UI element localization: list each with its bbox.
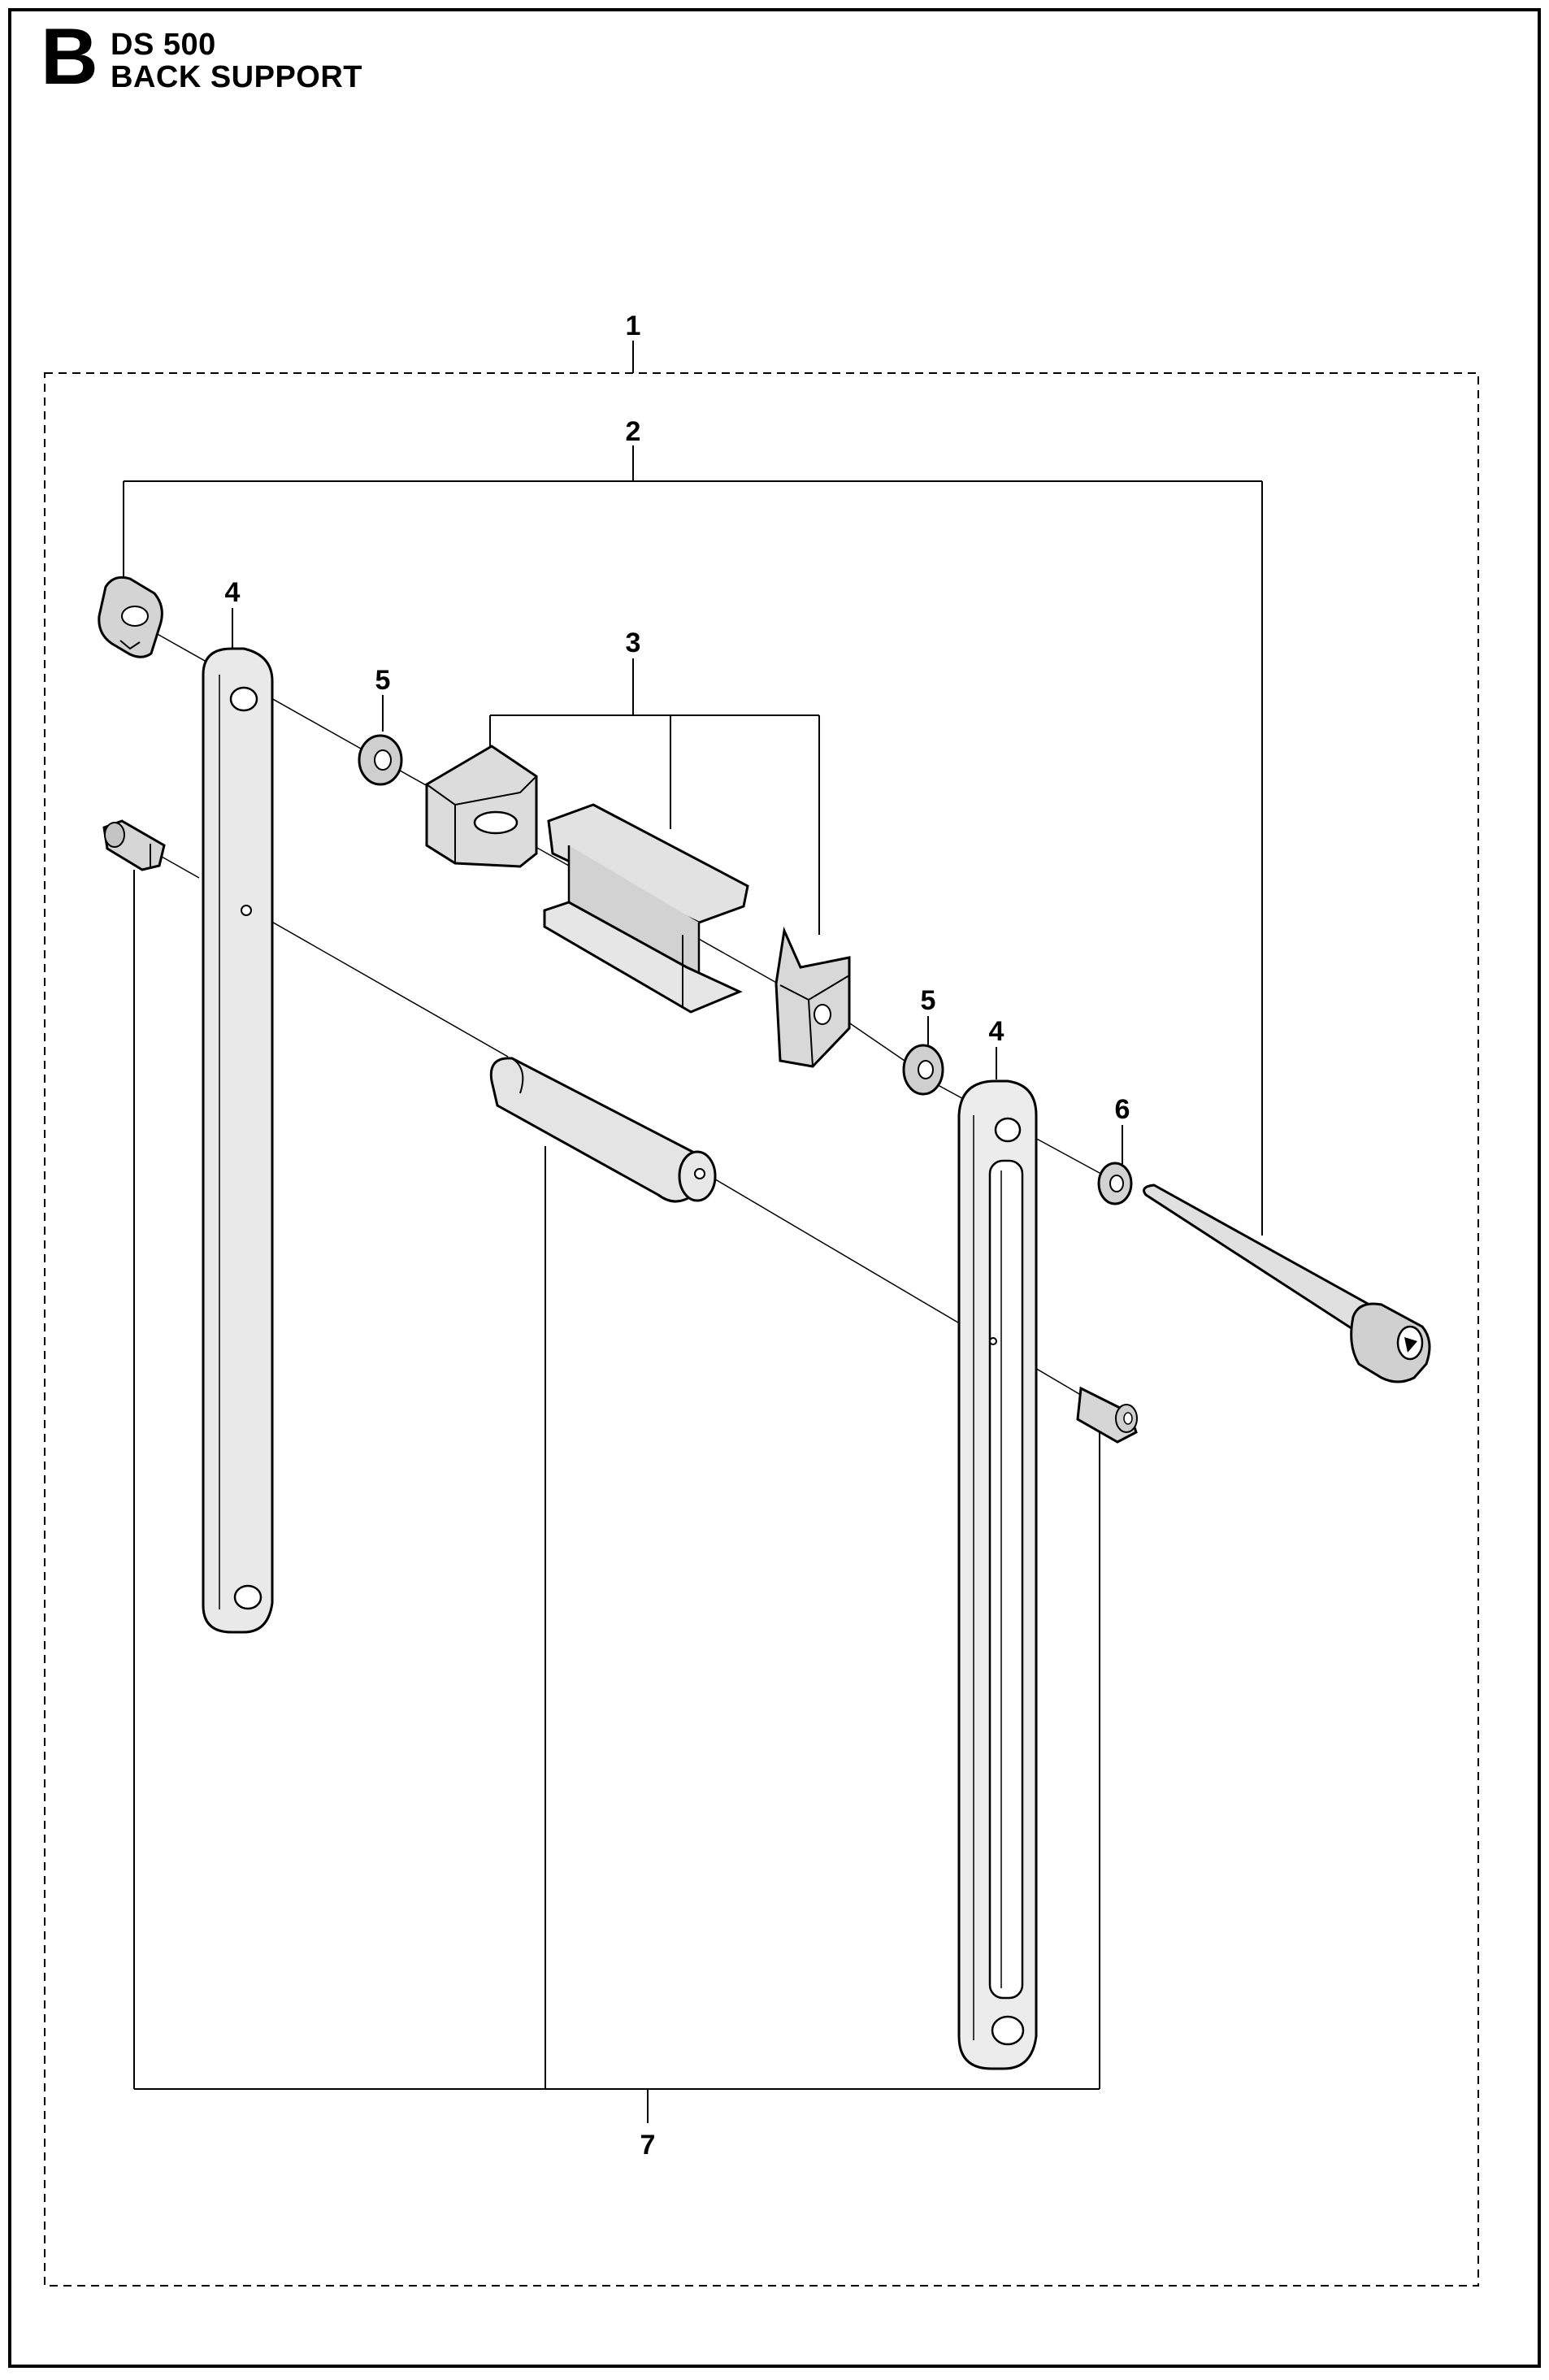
callout-4-left: 4 (225, 577, 241, 608)
model-name: DS 500 (111, 28, 216, 62)
leader-lines (123, 341, 1263, 2123)
spacer-tube (489, 1057, 717, 1203)
support-arm-left (202, 647, 274, 1634)
washer-left (358, 734, 403, 786)
socket-bolt-right (1076, 1386, 1138, 1444)
callout-5-left: 5 (375, 665, 391, 696)
socket-bolt-left (102, 819, 166, 871)
callout-4-right: 4 (989, 1016, 1004, 1047)
support-arm-right (957, 1079, 1038, 2070)
washer-small (1097, 1162, 1133, 1205)
callout-1: 1 (626, 311, 641, 341)
bracket-block-right (774, 926, 851, 1068)
diagram-title: BACK SUPPORT (111, 60, 363, 94)
callout-6: 6 (1115, 1094, 1130, 1125)
section-letter: B (41, 11, 98, 101)
washer-right (902, 1044, 944, 1096)
callout-7: 7 (640, 2130, 656, 2161)
cap-nut-part (98, 575, 163, 658)
bracket-block-left (425, 745, 538, 868)
callout-5-right: 5 (921, 985, 936, 1016)
shaft-bolt (1143, 1183, 1431, 1383)
kit-boundary-dashed (44, 372, 1479, 2287)
callout-3: 3 (626, 628, 641, 658)
center-spacer (543, 803, 749, 1014)
callout-2: 2 (626, 416, 641, 447)
page-border (8, 8, 1541, 2368)
